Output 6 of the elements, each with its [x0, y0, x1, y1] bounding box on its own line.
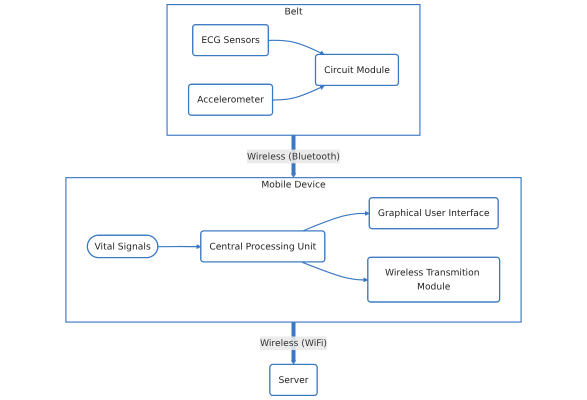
- arrow: [272, 85, 325, 101]
- edge-label: Wireless (Bluetooth): [247, 150, 340, 162]
- arrow: [302, 262, 368, 282]
- arrow: [158, 244, 202, 250]
- edge-label: Wireless (WiFi): [260, 338, 327, 348]
- arrow: [268, 40, 325, 56]
